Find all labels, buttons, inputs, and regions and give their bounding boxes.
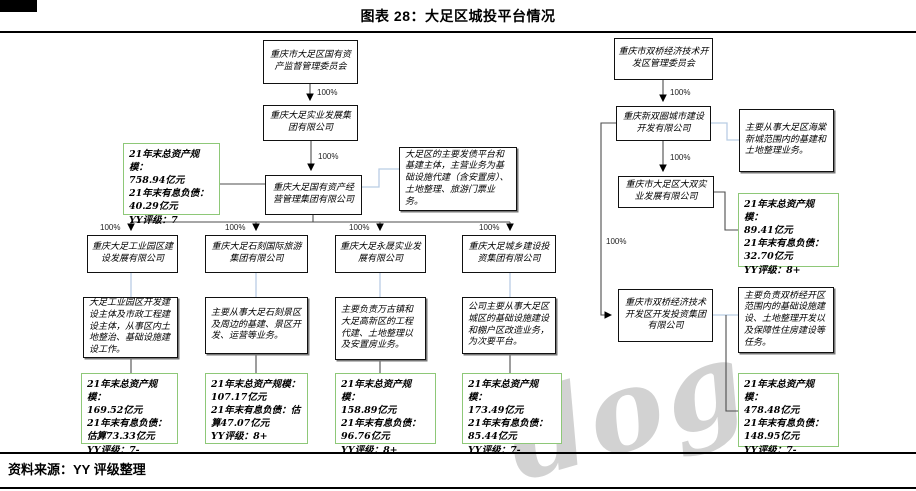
org-box-yongsheng: 重庆大足永晟实业发展有限公司: [335, 235, 426, 273]
stat-box-yongsheng: 21年末总资产规模： 158.89亿元 21年末有息负债： 96.76亿元 YY…: [335, 373, 436, 456]
figure-title: 图表 28：大足区城投平台情况: [360, 8, 556, 24]
ownership-label: 100%: [348, 223, 371, 232]
desc-box-shuangqiao-invest-group: 主要负责双桥经开区范围内的基础设施建设、土地整理开发以及保障性住房建设等任务。: [738, 287, 834, 353]
header-corner-bar: [0, 0, 37, 12]
title-divider: [0, 31, 916, 33]
stat-box-chengxiang-invest: 21年末总资产规模： 173.49亿元 21年末有息负债： 85.44亿元 YY…: [462, 373, 562, 456]
org-box-chengxiang-invest: 重庆大足城乡建设投资集团有限公司: [462, 235, 556, 273]
bottom-divider: [0, 487, 916, 489]
stat-box-shuangqiao-invest-group: 21年末总资产规模： 478.48亿元 21年末有息负债： 148.95亿元 Y…: [738, 373, 839, 456]
org-box-industrial-park: 重庆大足工业园区建设发展有限公司: [87, 235, 178, 273]
desc-box-xinshuangquan: 主要从事大足区海棠新城范围内的基建和土地整理业务。: [739, 109, 834, 172]
ownership-label: 100%: [605, 237, 628, 246]
org-box-xinshuangquan: 重庆新双圈城市建设开发有限公司: [616, 106, 711, 141]
ownership-label: 100%: [478, 223, 501, 232]
org-box-dazu-sasac: 重庆市大足区国有资产监督管理委员会: [263, 40, 358, 84]
ownership-label: 100%: [317, 152, 340, 161]
org-box-shike-tourism: 重庆大足石刻国际旅游集团有限公司: [205, 235, 308, 273]
org-box-shuangqiao-invest-group: 重庆市双桥经济技术开发区开发投资集团有限公司: [618, 289, 713, 342]
desc-box-industrial-park: 大足工业园区开发建设主体及市政工程建设主体，从事区内土地整治、基础设施建设工作。: [83, 297, 178, 358]
ownership-label: 100%: [669, 88, 692, 97]
ownership-label: 100%: [224, 223, 247, 232]
stat-box-core: 21年末总资产规模： 758.94亿元 21年末有息负债： 40.29亿元 YY…: [123, 143, 220, 226]
org-box-dashuang: 重庆市大足区大双实业发展有限公司: [618, 176, 714, 208]
desc-box-yongsheng: 主要负责万古镇和大足高新区的工程代建、土地整理以及安置房业务。: [335, 297, 426, 360]
org-box-shuangqiao-mgmt-committee: 重庆市双桥经济技术开发区管理委员会: [614, 38, 713, 80]
org-box-dazu-soe-mgmt-group: 重庆大足国有资产经营管理集团有限公司: [265, 175, 362, 215]
stat-box-industrial-park: 21年末总资产规模： 169.52亿元 21年末有息负债：估算73.33亿元 Y…: [81, 373, 178, 456]
source-note: 资料来源：YY 评级整理: [8, 462, 146, 477]
stat-box-dashuang: 21年末总资产规模： 89.41亿元 21年末有息负债： 32.70亿元 YY评…: [738, 193, 839, 276]
desc-box-chengxiang-invest: 公司主要从事大足区城区的基础设施建设和棚户区改造业务，为次要平台。: [462, 297, 556, 354]
footer-divider: [0, 452, 916, 454]
ownership-label: 100%: [316, 88, 339, 97]
org-box-dazu-shiye-group: 重庆大足实业发展集团有限公司: [263, 105, 358, 141]
desc-box-core: 大足区的主要发债平台和基建主体，主营业务为基础设施代建（含安置房）、土地整理、旅…: [399, 147, 517, 211]
desc-box-shike-tourism: 主要从事大足石刻景区及周边的基建、景区开发、运营等业务。: [205, 297, 308, 354]
stat-box-shike-tourism: 21年末总资产规模： 107.17亿元 21年末有息负债：估算47.07亿元 Y…: [205, 373, 308, 444]
ownership-label: 100%: [99, 223, 122, 232]
ownership-label: 100%: [669, 153, 692, 162]
